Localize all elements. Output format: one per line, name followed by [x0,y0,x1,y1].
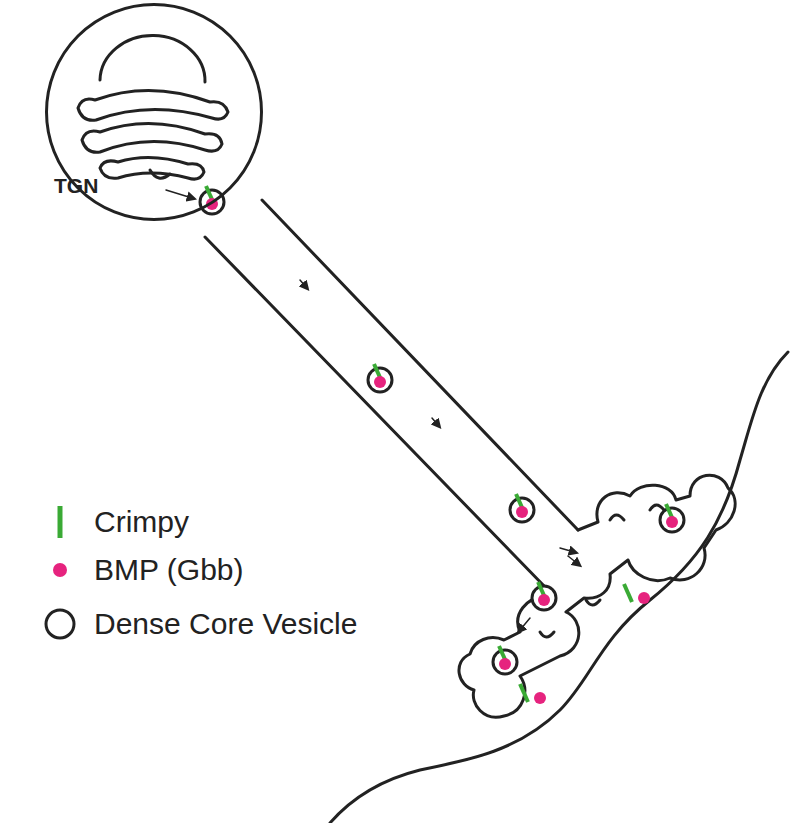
dense-core-vesicle [368,368,392,392]
transport-arrow [300,280,306,287]
bouton-fold [610,515,624,520]
transport-arrow [520,618,530,630]
nerve-terminal [459,475,735,717]
legend-text: Crimpy [94,505,189,539]
legend-row: Dense Core Vesicle [40,604,357,644]
organelle-label: TGN [54,174,98,198]
legend-text: Dense Core Vesicle [94,607,357,641]
vesicle-swatch [40,604,80,644]
dense-core-vesicle [532,586,556,610]
legend-row: Crimpy [40,502,189,542]
bmp-dot [516,506,528,518]
legend-text: BMP (Gbb) [94,553,244,587]
dense-core-vesicle [493,650,517,674]
bouton-fold [650,505,664,510]
crimpy-mark [624,584,632,602]
golgi-cisterna [78,90,228,120]
bmp-dot [638,592,650,604]
bmp-dot [666,516,678,528]
bmp-dot [534,692,546,704]
axon-wall [205,237,548,590]
crimpy-swatch [40,502,80,542]
bmp-dot [538,594,550,606]
golgi-cisterna [82,123,222,152]
budding-vesicle [150,170,170,178]
dense-core-vesicle [200,190,224,214]
transport-arrow [432,418,438,425]
dense-core-vesicle [660,508,684,532]
cell-body: TGN [45,3,263,221]
bouton-fold [586,600,600,605]
golgi-cisterna [100,157,204,179]
golgi-cisterna [100,36,205,82]
axon-wall [262,200,578,530]
bmp-dot [206,198,218,210]
transport-arrow [568,556,578,564]
bouton-fold [540,632,554,637]
bmp-dot [499,658,511,670]
dense-core-vesicle [510,498,534,522]
bmp-swatch [40,550,80,590]
legend-row: BMP (Gbb) [40,550,244,590]
bmp-dot [374,376,386,388]
crimpy-mark [520,684,528,702]
muscle-outline [330,352,788,823]
transport-arrow [560,548,574,552]
transport-arrow [166,190,192,198]
